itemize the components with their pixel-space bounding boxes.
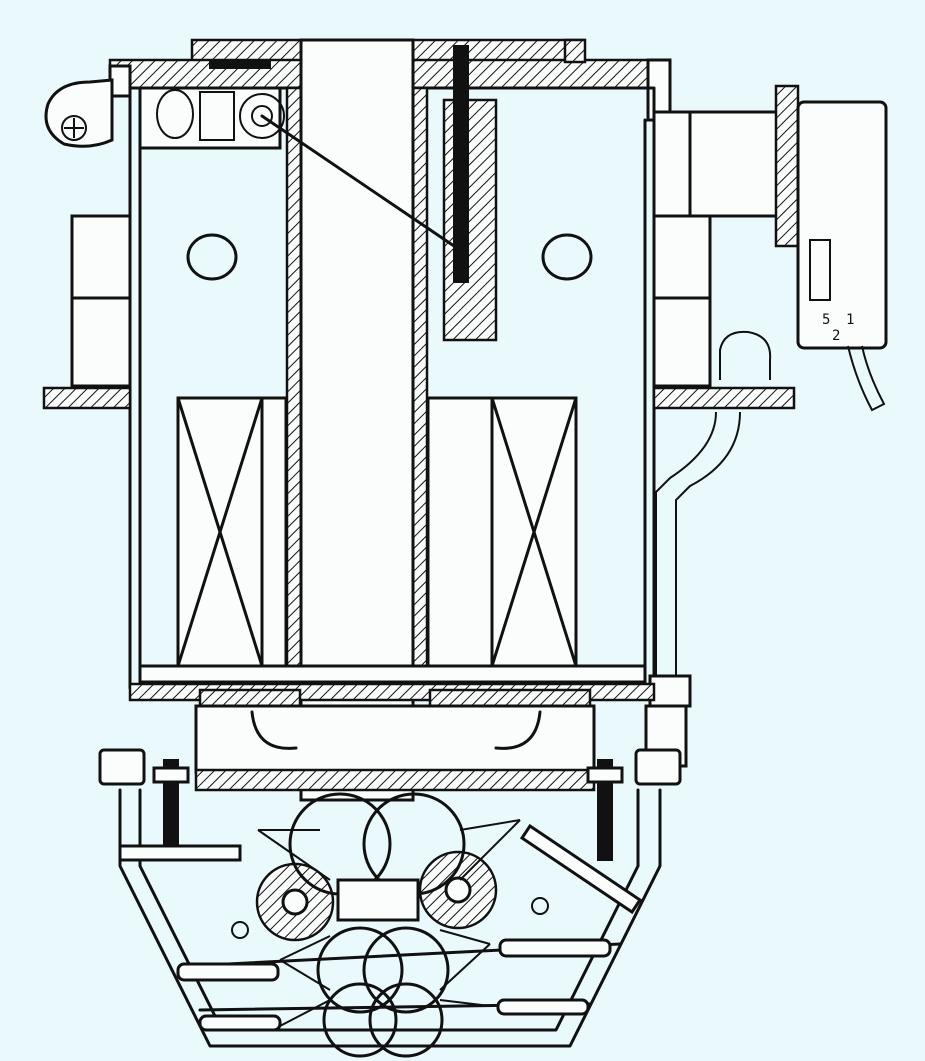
stator-winding-right — [426, 396, 578, 668]
mounting-studs — [152, 759, 624, 861]
lifting-hook — [44, 78, 114, 148]
right-side-ribs — [652, 110, 796, 410]
terminal-label-2: 2 — [832, 328, 840, 344]
terminal-label-5: 5 — [822, 312, 830, 328]
terminal-label-1: 1 — [846, 312, 854, 328]
stator-winding-left — [176, 396, 288, 668]
lower-bearing-housing — [98, 704, 682, 792]
left-side-ribs — [42, 214, 132, 410]
base-plate — [128, 664, 656, 708]
terminal-box: 5 1 2 — [774, 84, 888, 412]
drive-rod — [260, 45, 498, 342]
pulley-assembly — [231, 792, 549, 1058]
cable-lines — [257, 819, 521, 1027]
side-rods — [118, 823, 643, 1032]
